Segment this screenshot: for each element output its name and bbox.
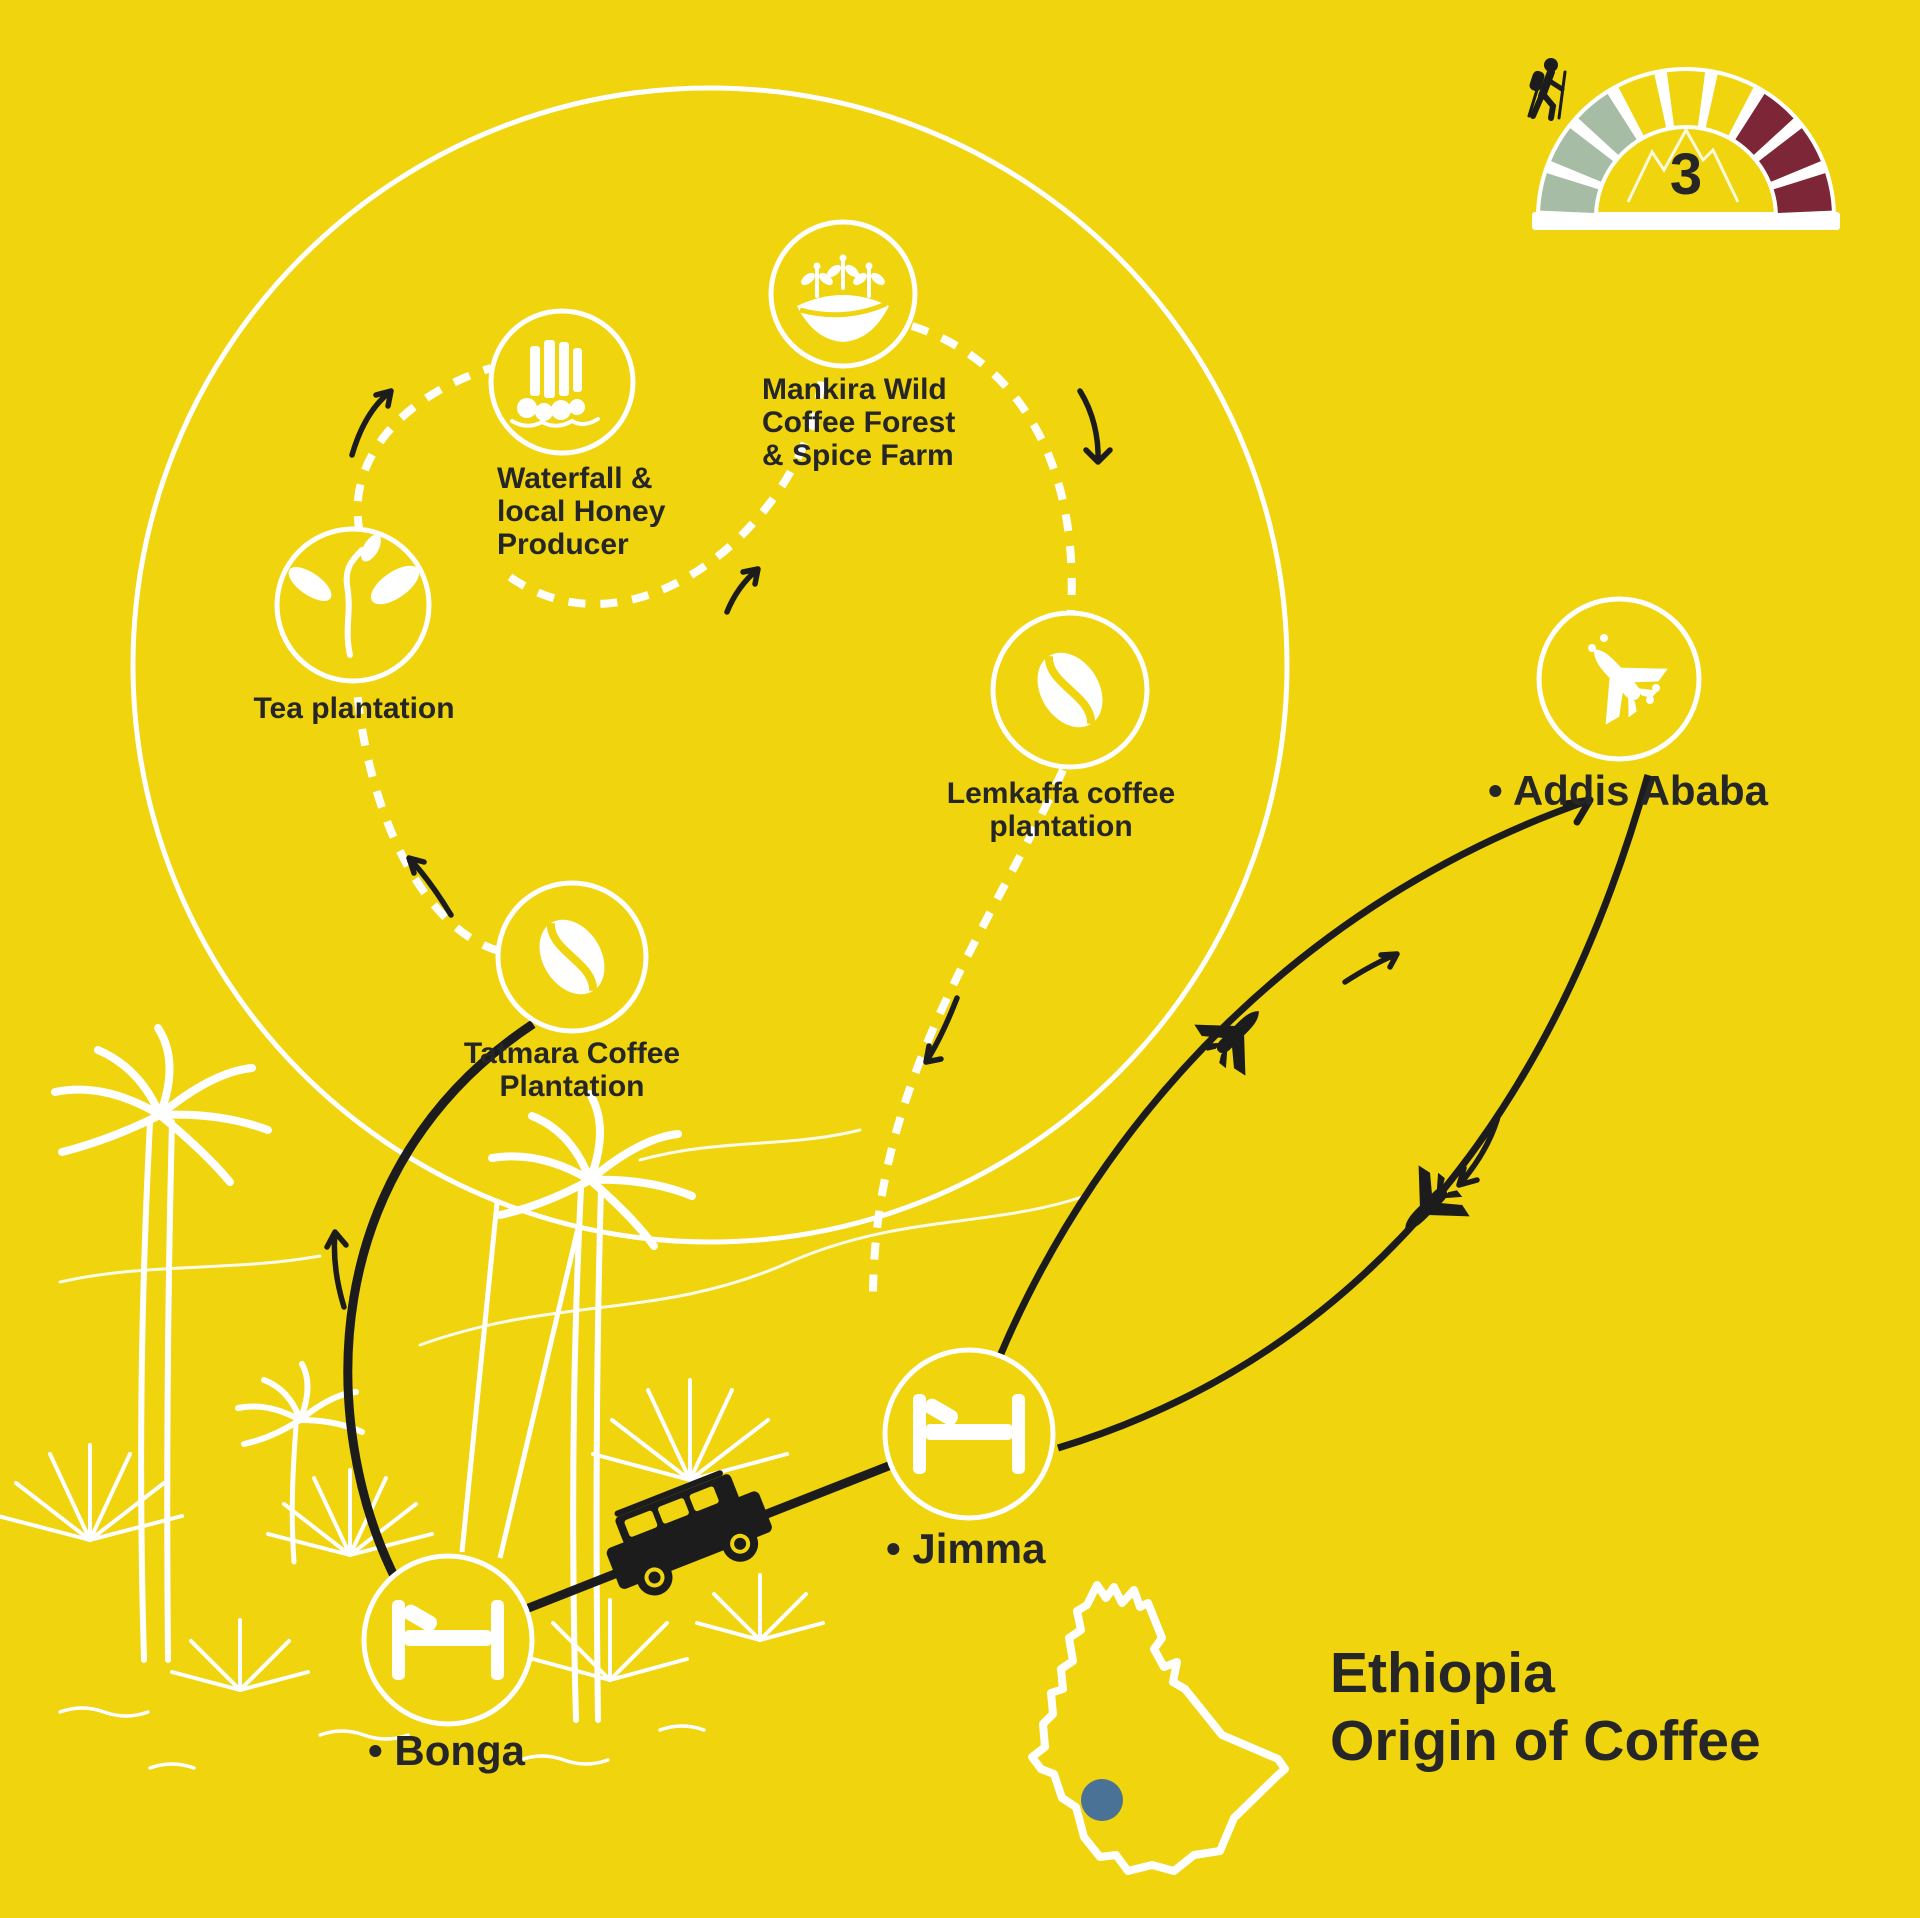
route-bonga-to-tatmara <box>343 1020 536 1583</box>
direction-arrows <box>324 388 1502 1310</box>
arrow-down-left <box>923 995 960 1065</box>
dashed-tour-route <box>353 322 1076 1303</box>
stop-tea-plantation <box>274 526 432 684</box>
palm-tree <box>488 1090 696 1723</box>
route-tea-to-waterfall <box>353 364 493 534</box>
difficulty-level-number: 3 <box>1669 142 1703 207</box>
arrow-up-right <box>1342 951 1400 985</box>
city-bonga-marker <box>361 1553 535 1727</box>
route-tatmara-to-tea <box>353 689 501 955</box>
grass-burst <box>0 1378 825 1692</box>
palm-grove-illustration <box>0 1024 1087 1770</box>
stop-tatmara <box>495 880 649 1034</box>
city-jimma-marker <box>882 1347 1056 1521</box>
waterfall-icon <box>510 340 600 428</box>
stop-waterfall <box>488 308 636 456</box>
tea-plantation-label: Tea plantation <box>253 692 455 725</box>
lemkaffa-stop-label: Lemkaffa coffee plantation <box>946 777 1176 843</box>
tea-sprout-icon <box>288 534 420 658</box>
arrow-up-right <box>349 388 394 458</box>
city-addis-ababa-marker <box>1536 596 1702 762</box>
route-lemkaffa-to-jimma <box>868 768 1067 1303</box>
black-airplane-icon <box>1187 985 1285 1083</box>
jeep-icon <box>606 1470 772 1596</box>
flight-arrowhead <box>1562 796 1594 826</box>
arrow-up-left <box>406 855 454 918</box>
arrow-up <box>324 1229 349 1310</box>
title-subtitle: Origin of Coffee <box>1330 1709 1761 1773</box>
ground-texture <box>58 1694 706 1770</box>
gauge-segments <box>1540 71 1832 213</box>
mountain-sketch <box>1626 126 1740 203</box>
jimma-label: • Jimma <box>886 1525 1046 1572</box>
flight-jimma-to-addis <box>996 796 1592 1358</box>
route-mankira-to-lemkaffa <box>910 322 1076 612</box>
waterfall-stop-label: Waterfall & local Honey Producer <box>497 462 666 561</box>
spice-farm-icon <box>797 254 889 342</box>
arrow-up-right <box>724 566 761 615</box>
hiker-icon <box>1527 58 1567 121</box>
stop-lemkaffa <box>990 610 1150 770</box>
arrow-down-left <box>1456 1110 1502 1188</box>
arrow-down <box>1077 388 1113 465</box>
gauge-base-bar <box>1532 212 1840 230</box>
palm-tree <box>51 1024 272 1663</box>
palm-tree <box>235 1361 365 1565</box>
stop-mankira <box>768 219 918 369</box>
zoom-callout-lines <box>459 1202 581 1559</box>
title-country: Ethiopia <box>1330 1641 1555 1705</box>
airplane-speckles <box>1588 634 1660 704</box>
location-dot <box>1081 1779 1123 1821</box>
difficulty-gauge <box>1527 58 1840 230</box>
addis-ababa-label: • Addis Ababa <box>1488 767 1768 814</box>
mankira-stop-label: Mankira Wild Coffee Forest & Spice Farm <box>762 373 956 472</box>
tour-route-circle <box>130 85 1290 1245</box>
bonga-label: • Bonga <box>368 1727 526 1774</box>
ethiopia-outline-map <box>1028 1581 1289 1875</box>
route-waterfall-to-mankira <box>507 371 827 608</box>
hill-contour <box>418 1194 1087 1347</box>
tatmara-stop-label: Tatmara Coffee Plantation <box>463 1037 681 1103</box>
